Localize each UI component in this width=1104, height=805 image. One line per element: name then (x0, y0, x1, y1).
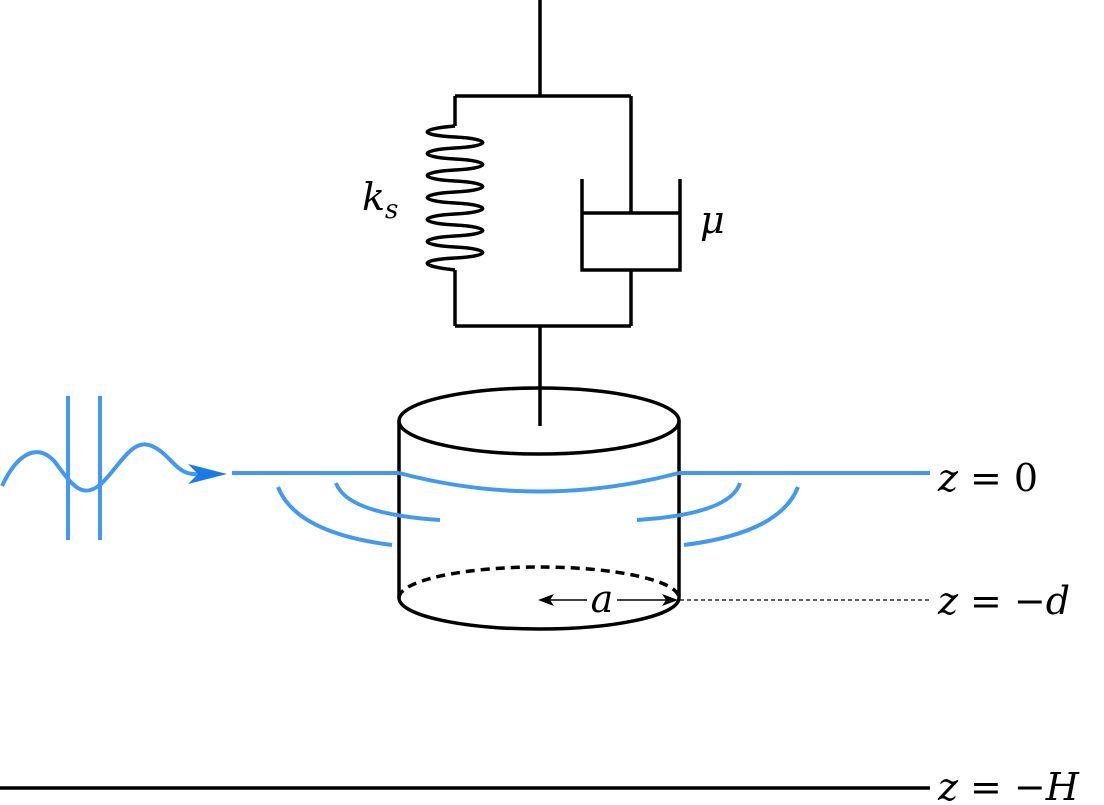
radiated-wave-outer-left (276, 486, 393, 547)
radius-arrow-left-head (538, 594, 554, 606)
cylinder (397, 386, 681, 631)
depth-labels: z=0 z=−d z=−H (937, 456, 1080, 805)
level-label-draft: z=−d (937, 579, 1070, 623)
cylinder-bottom-front (397, 597, 681, 631)
spring-constant-label: ks (362, 175, 398, 225)
suspension-system (425, 0, 682, 426)
radius-arrow-right-head (662, 594, 678, 606)
incident-wave-arrowhead (188, 464, 227, 484)
cylinder-bottom-back-hidden (397, 565, 681, 599)
level-label-seabed: z=−H (937, 765, 1080, 805)
spring-coil (425, 124, 485, 272)
damper (580, 96, 682, 326)
radius-indicator: a (538, 577, 930, 621)
waterline-front (398, 471, 680, 494)
water-waves (0, 396, 930, 547)
radius-label: a (591, 577, 614, 621)
radiated-wave-outer-right (683, 486, 800, 547)
level-label-surface: z=0 (937, 456, 1038, 500)
spring (425, 96, 485, 326)
damping-coefficient-label: μ (700, 198, 725, 242)
radiated-wave-inner-left (334, 482, 441, 522)
radiated-wave-inner-right (636, 482, 742, 522)
